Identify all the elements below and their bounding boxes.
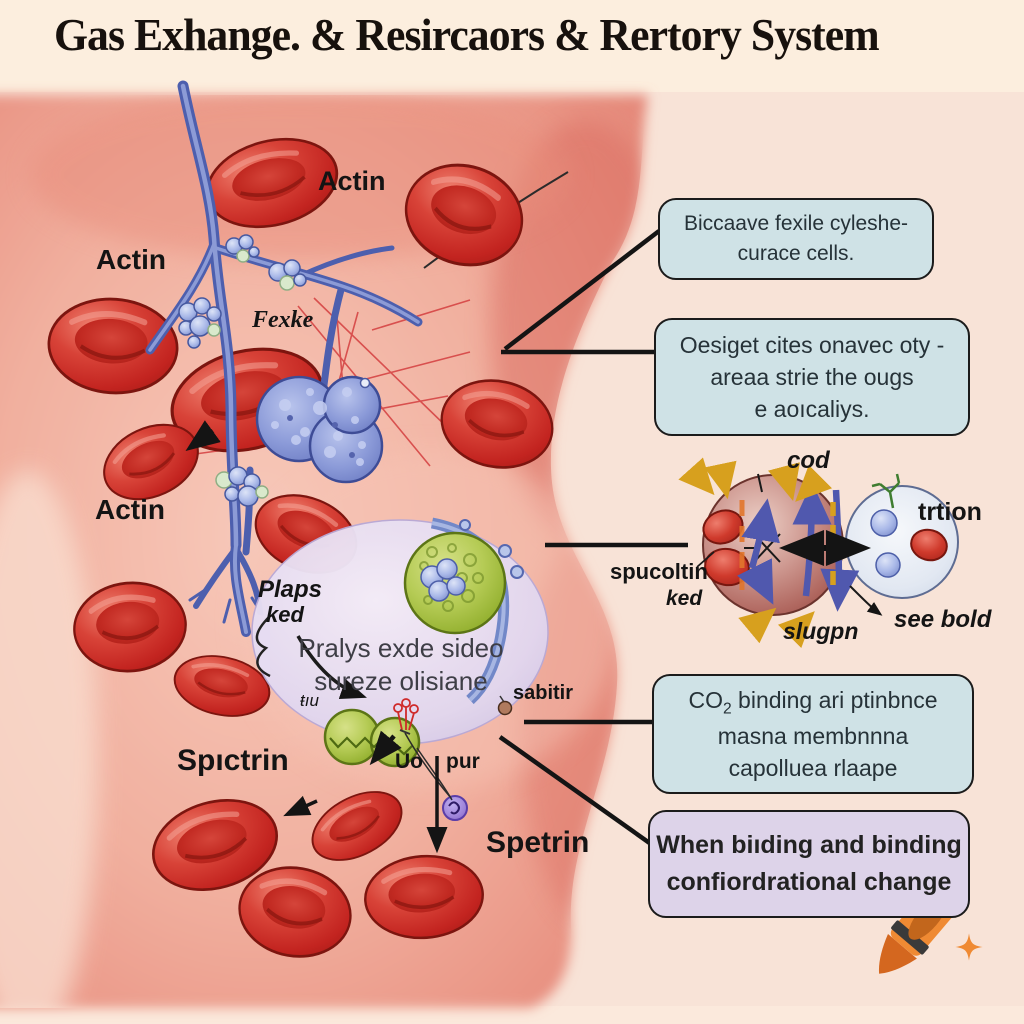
label-trtion: trtion — [918, 498, 982, 526]
label-spucoltin: spucoltin — [610, 559, 708, 584]
actin-filament — [145, 80, 423, 637]
callout-box-2: Oesiget cites onavec oty - areaa strie t… — [654, 318, 970, 436]
callout-box-4: When biıding and binding confiordrationa… — [648, 810, 970, 918]
platelet-cell — [255, 375, 384, 484]
label-ked-2: ked — [666, 587, 703, 610]
label-sabitir: sabitir — [513, 682, 574, 704]
page-title: Gas Exhange. & Resircaors & Rertory Syst… — [54, 9, 880, 60]
label-spetrin: Spetrin — [486, 826, 590, 859]
label-riu: ŧıu — [300, 691, 319, 710]
label-ked: ked — [266, 602, 304, 627]
receptor-doodle — [393, 698, 419, 735]
label-pur: pur — [446, 750, 480, 773]
vesicle-caption: Pralys exde sideo sureze olisiane — [298, 633, 504, 696]
label-plaps: Plaps — [258, 576, 323, 603]
label-actin-mid: Actin — [95, 494, 165, 525]
scene-arrows — [185, 420, 448, 854]
gas-exchange-mini-diagram — [678, 457, 959, 649]
bead-clusters — [178, 234, 307, 507]
label-see-bold: see bold — [894, 606, 992, 633]
callout-box-3: CO2 binding ari ptinbnce masna membnnna … — [652, 674, 974, 794]
oval-tail — [255, 615, 271, 678]
label-uo: Uo — [395, 750, 423, 773]
label-fexke: Fexke — [252, 307, 314, 333]
green-cells — [323, 531, 507, 768]
callout-connectors — [498, 229, 688, 851]
sparkle-icon-2 — [955, 933, 983, 961]
title-band — [0, 0, 1024, 92]
label-cod: cod — [787, 447, 830, 474]
bottom-band — [0, 1006, 1024, 1024]
callout-box-1: Biccaave fexile cyleshe- curace cells. — [658, 198, 934, 280]
label-actin-top: Actin — [318, 166, 386, 196]
sabitir-pin — [497, 695, 513, 716]
label-actin-left: Actin — [96, 244, 166, 275]
label-slugpn: slugpn — [783, 618, 859, 644]
label-spctrin: Spıctrin — [177, 744, 289, 777]
small-purple-cell — [442, 795, 468, 821]
